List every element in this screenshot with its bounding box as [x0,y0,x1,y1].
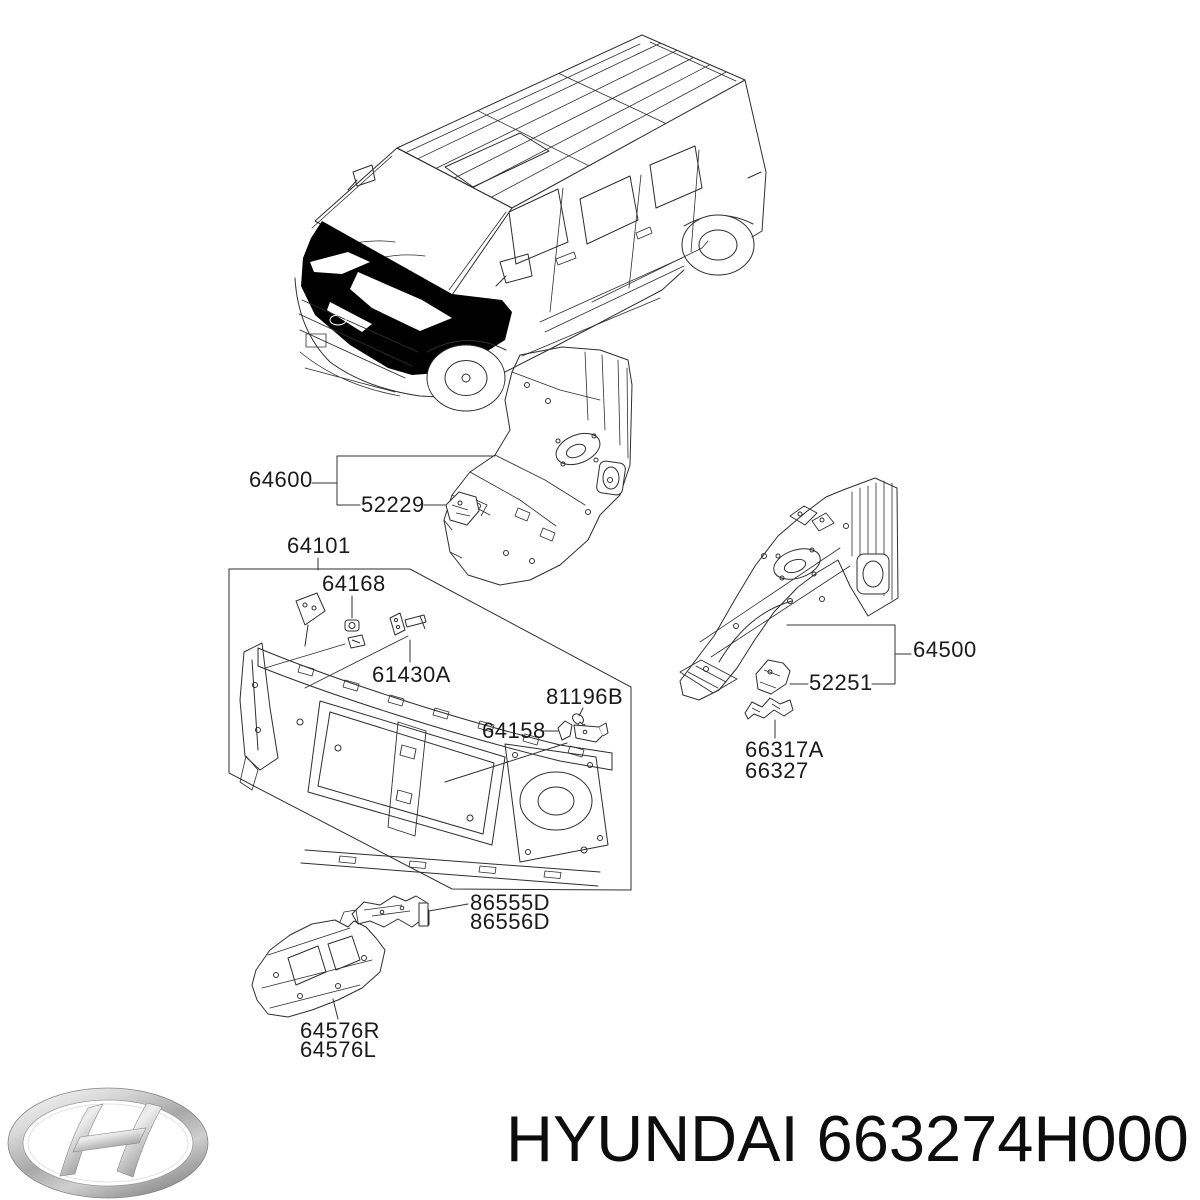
assembly-box-64101 [228,568,632,891]
footer-part-number: 663274H000 [816,1102,1189,1175]
reinforcement-66317A-drawing [744,697,794,720]
leader-lines [264,455,912,1020]
part-label-64168: 64168 [322,571,386,596]
footer-make: HYUNDAI [506,1102,799,1175]
bracket-64158-drawing [557,720,609,743]
part-label-52229: 52229 [361,492,425,517]
bracket-61430A-drawing [389,612,427,636]
part-label-86556D: 86556D [470,909,551,934]
hyundai-logo-h [59,1102,163,1178]
radiator-support-drawing [239,592,613,887]
clip-64168-drawing [344,619,366,649]
part-label-66317A: 66317A [745,737,824,762]
part-label-64576R: 64576R [300,1018,381,1043]
strut-tower-left [555,432,601,466]
headlamp-opening [519,771,593,831]
fender-apron-right-drawing [679,477,899,701]
strut-tower-right [773,548,821,580]
rear-wheel [681,214,755,276]
part-label-81196B: 81196B [546,684,624,709]
part-label-64101: 64101 [287,533,351,558]
part-label-64158: 64158 [482,718,546,743]
part-label-52251: 52251 [809,670,873,695]
bracket-52251-drawing [755,659,791,695]
hyundai-logo [7,1087,209,1199]
part-label-86555D: 86555D [470,890,551,915]
part-label-64600: 64600 [249,467,313,492]
van-badge [329,314,347,326]
part-label-61430A: 61430A [372,662,451,687]
side-mirror-right [495,253,533,287]
side-mirror-left [347,164,376,191]
front-wheel [426,344,506,412]
part-label-66327: 66327 [745,758,809,783]
bracket-52229-drawing [445,491,488,526]
part-label-64576L: 64576L [300,1037,377,1062]
cowl-bracket-86555D-drawing [351,895,430,928]
part-label-64500: 64500 [913,637,977,662]
van-illustration [294,34,767,412]
fender-apron-left-drawing [443,346,633,586]
insulator-64576-drawing [251,909,386,1018]
